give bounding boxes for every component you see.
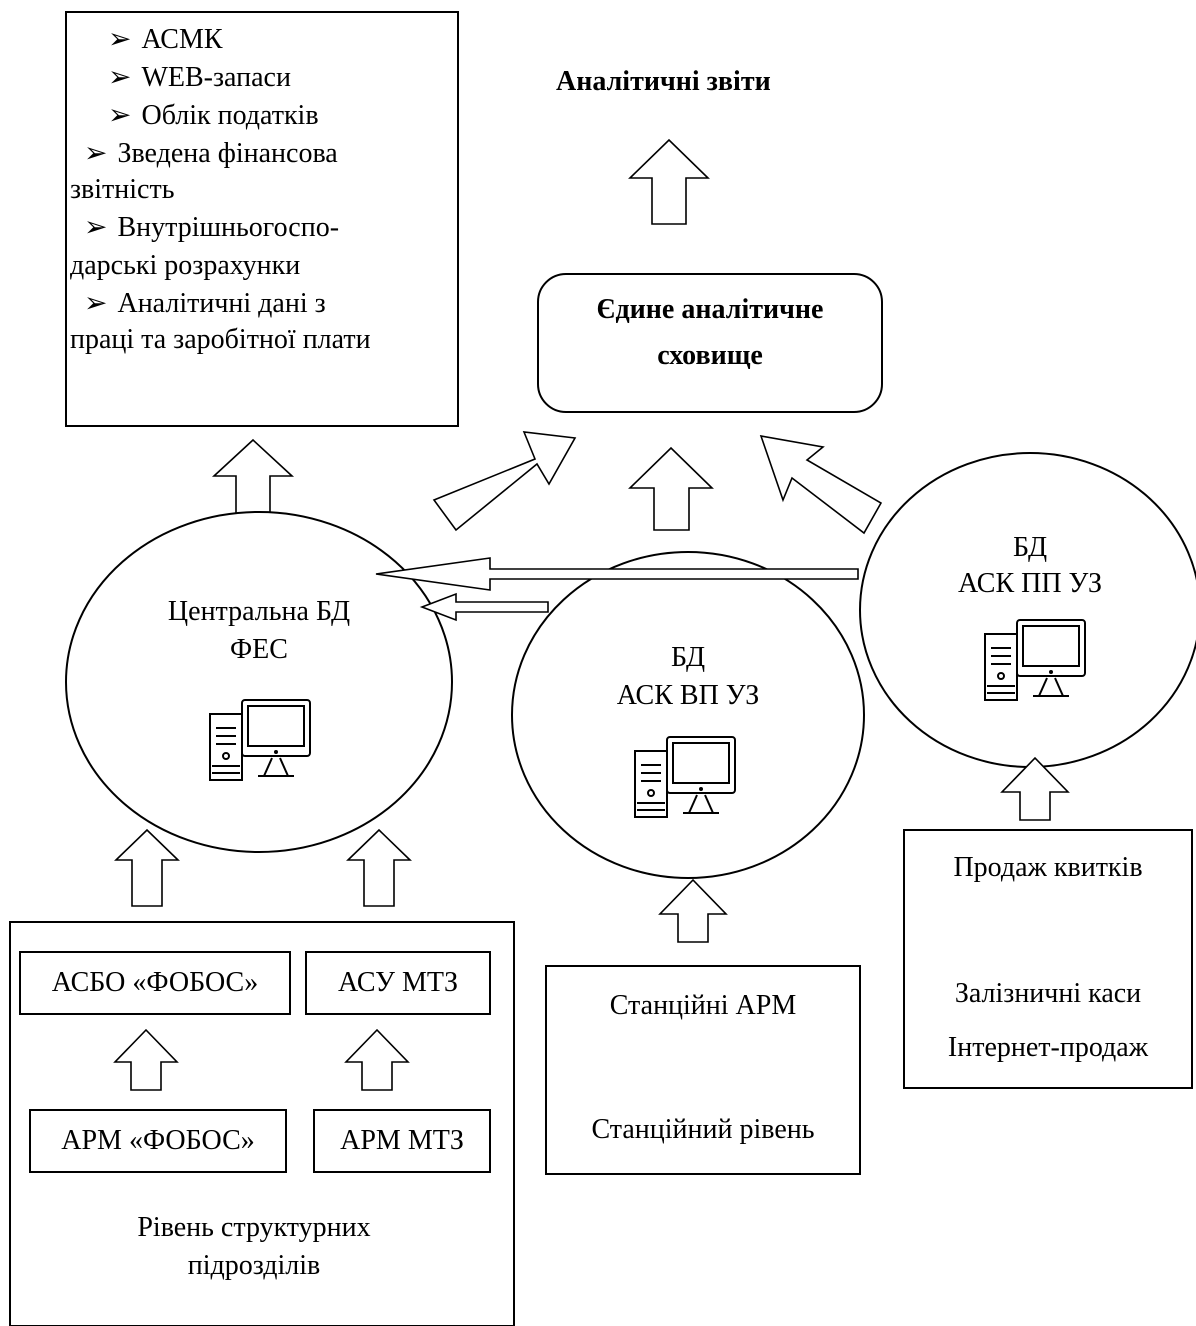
system-item: Внутрішньогоспо- xyxy=(117,212,339,243)
vp-db-title-cont: АСК ВП УЗ xyxy=(617,680,760,711)
station-level-label: Станційний рівень xyxy=(591,1114,814,1145)
analytic-reports-label: Аналітичні звіти xyxy=(556,66,771,97)
bullet-icon: ➢ xyxy=(84,212,107,243)
arrow-tickets-to-pp xyxy=(1000,756,1070,821)
systems-box: ➢ АСМК ➢ WEB-запаси ➢ Облік податків ➢ Зведе… xyxy=(65,11,459,427)
arrow-fes-to-systems xyxy=(211,438,295,523)
structural-level-label: Рівень структурних xyxy=(137,1212,370,1243)
tickets-title: Продаж квитків xyxy=(953,852,1142,883)
system-item: Аналітичні дані з xyxy=(117,288,325,319)
asu-box xyxy=(305,951,491,1015)
svg-text:➢Внутрішньогоспо-: ➢ Внутрішньогоспо- xyxy=(84,212,339,243)
arrow-armmtz-to-asu xyxy=(344,1028,410,1091)
station-level: Станційні АРМ Станційний рівень xyxy=(545,965,861,1175)
central-db-title-cont: ФЕС xyxy=(230,634,288,665)
pp-db: БД АСК ПП УЗ xyxy=(859,452,1196,768)
arrow-vp-to-warehouse xyxy=(628,446,714,531)
svg-text:➢Аналітичні дані з: ➢ Аналітичні дані з xyxy=(84,288,326,319)
warehouse-title: Єдине аналітичне xyxy=(597,294,824,325)
arrow-arm-to-asbo xyxy=(113,1028,179,1091)
arrow-asu-up xyxy=(346,828,412,907)
arm-fobos-label: АРМ «ФОБОС» xyxy=(61,1125,255,1156)
system-item-cont: дарські розрахунки xyxy=(70,250,300,281)
arrow-to-reports xyxy=(628,138,710,225)
svg-text:➢Зведена фінансова: ➢ Зведена фінансова xyxy=(84,138,338,169)
tickets-cash: Залізничні каси xyxy=(955,978,1141,1009)
bullet-icon: ➢ xyxy=(108,62,131,93)
asbo-label: АСБО «ФОБОС» xyxy=(52,967,258,998)
station-title: Станційні АРМ xyxy=(610,990,797,1021)
warehouse-title-cont: сховище xyxy=(657,340,763,371)
arm-mtz-label: АРМ МТЗ xyxy=(340,1125,464,1156)
system-item: АСМК xyxy=(141,24,222,55)
system-item: Облік податків xyxy=(141,100,318,131)
structural-level: АСБО «ФОБОС» АСУ МТЗ АРМ «ФОБОС» АРМ МТЗ… xyxy=(9,921,515,1326)
structural-level-label-cont: підрозділів xyxy=(188,1250,321,1281)
svg-text:➢АСМК: ➢ АСМК xyxy=(108,24,223,55)
central-db: Центральна БД ФЕС xyxy=(65,511,453,853)
pp-db-title: БД xyxy=(1013,532,1047,563)
arrow-vp-to-fes xyxy=(419,592,549,622)
system-item: Зведена фінансова xyxy=(117,138,338,169)
arrow-pp-to-fes xyxy=(375,557,859,591)
vp-db: БД АСК ВП УЗ xyxy=(511,551,865,879)
vp-db-title: БД xyxy=(671,642,705,673)
system-item: WEB-запаси xyxy=(141,62,290,93)
central-db-title: Центральна БД xyxy=(168,596,350,627)
asu-label: АСУ МТЗ xyxy=(338,967,458,998)
arrow-station-to-vp xyxy=(658,878,728,943)
system-item-cont: праці та заробітної плати xyxy=(70,324,371,355)
bullet-icon: ➢ xyxy=(108,100,131,131)
svg-text:➢WEB-запаси: ➢ WEB-запаси xyxy=(108,62,291,93)
asbo-box xyxy=(19,951,291,1015)
arrow-pp-to-warehouse xyxy=(759,434,883,535)
bullet-icon: ➢ xyxy=(108,24,131,55)
tickets-internet: Інтернет-продаж xyxy=(948,1032,1149,1063)
arm-mtz-box xyxy=(313,1109,491,1173)
arrow-fes-to-warehouse xyxy=(432,431,577,532)
system-item-cont: звітність xyxy=(70,174,175,205)
bullet-icon: ➢ xyxy=(84,288,107,319)
svg-text:➢Облік податків: ➢ Облік податків xyxy=(108,100,319,131)
pp-db-title-cont: АСК ПП УЗ xyxy=(958,568,1102,599)
ticket-sales: Продаж квитків Залізничні каси Інтернет-… xyxy=(903,829,1193,1089)
bullet-icon: ➢ xyxy=(84,138,107,169)
arrow-asbo-up xyxy=(114,828,180,907)
arm-fobos-box xyxy=(29,1109,287,1173)
analytic-warehouse: Єдине аналітичне сховище xyxy=(537,273,883,413)
